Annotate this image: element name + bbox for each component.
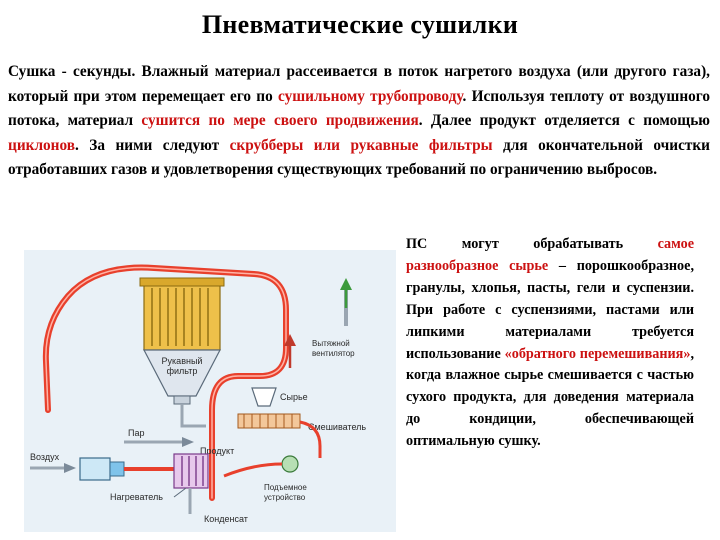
intro-text-4: . За ними следуют [75,136,230,154]
filter-hopper [143,349,221,397]
intro-highlight-cyclones: циклонов [8,136,76,154]
filter-label-1: Рукавный [162,356,203,366]
intro-text-1: Сушка - секунды. Влажный материал рассеи… [8,63,710,105]
lift-label-1: Подъемное [264,483,307,492]
side-paragraph: ПС могут обрабатывать самое разнообразно… [406,234,694,453]
side-text-2: – порошкообразное, гранулы, хлопья, паст… [406,257,694,362]
fan-label-2: вентилятор [312,349,355,358]
heater-label: Нагреватель [110,492,163,502]
intro-highlight-drying: сушится по мере своего продвижения [141,112,419,129]
filter-label-2: фильтр [167,366,198,376]
side-highlight-backmix: «обратного перемешивания» [504,345,691,362]
intro-text-3: . Далее продукт отделяется с помощью [418,112,710,129]
intro-text-5: для окончательной очистки отработавших г… [8,136,710,179]
product-label: Продукт [200,446,234,456]
side-text-3: , когда влажное сырье смешивается с част… [406,345,695,450]
intro-text-2: . Используя теплоту от воздушного потока… [8,87,710,130]
mixer [237,413,301,429]
lifting-device [281,455,299,473]
side-text-1: ПС могут обрабатывать [406,236,658,252]
mixer-label: Смешиватель [308,422,366,432]
blower [79,457,111,481]
raw-label: Сырье [280,392,308,402]
fan-label-1: Вытяжной [312,339,350,348]
page-title: Пневматические сушилки [201,10,519,39]
intro-paragraph: Сушка - секунды. Влажный материал рассеи… [8,60,710,183]
steam-label: Пар [128,428,144,438]
condensate-label: Конденсат [204,514,248,524]
lift-label-2: устройство [264,493,306,502]
side-highlight-raw: самое разнообразное сырье [406,236,694,274]
raw-hopper [251,387,277,407]
intro-highlight-scrubbers: скрубберы или рукавные фильтры [229,136,493,154]
intro-highlight-duct: сушильному трубопроводу [278,87,463,105]
air-label: Воздух [30,452,60,462]
dryer-diagram: Рукавный фильтр Вытяжной вентилятор Сырь… [24,250,396,532]
